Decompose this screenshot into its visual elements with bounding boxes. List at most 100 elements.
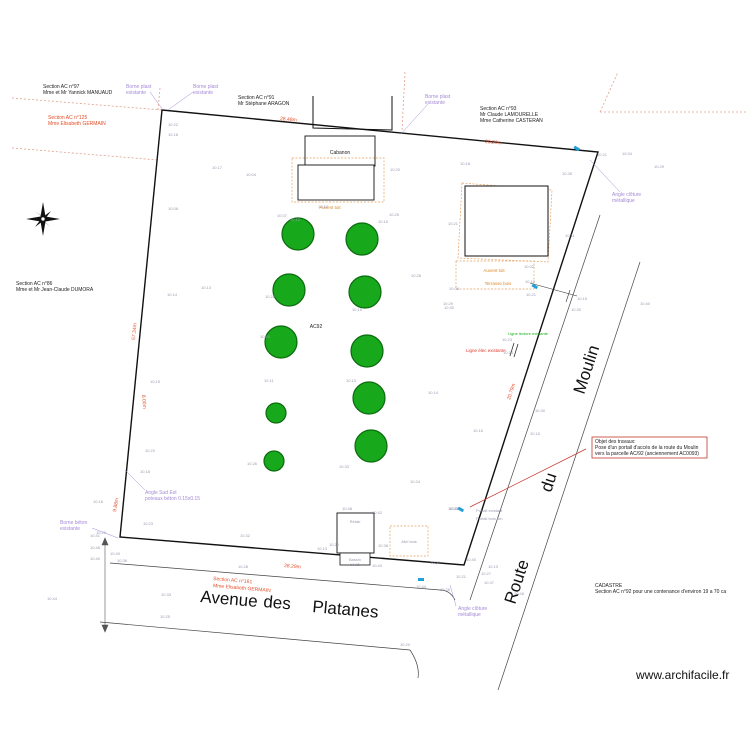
owner-ac93-2: Mr Claude LAMOURELLE — [480, 112, 539, 118]
tree — [281, 217, 315, 251]
spot-level: 10.25 — [350, 562, 361, 567]
cabanon-label: Cabanon — [330, 150, 351, 156]
parcel-boundary — [119, 109, 599, 566]
angle-se-a: Angle Sud Est — [145, 490, 177, 496]
dim-d2: 20.29m — [485, 139, 502, 146]
neighbor-boundaries — [11, 71, 748, 161]
fence-markers — [418, 145, 581, 581]
ligne-elec-label: Ligne élec existante — [466, 348, 506, 353]
dim-d4: 20.79m — [506, 383, 517, 401]
parcel-label: AC92 — [310, 324, 323, 330]
spot-level: 10.38 — [378, 543, 389, 548]
spot-level: 10.48 — [514, 591, 525, 596]
spot-level: 10.15 — [577, 296, 588, 301]
spot-level: 10.16 — [93, 499, 104, 504]
spot-level: 10.25 — [389, 212, 400, 217]
dim-d3: 57.34m — [131, 323, 138, 340]
portail-label-a: Portail existant — [476, 508, 503, 513]
auvent-toit-label-1: Auvent toit — [319, 205, 341, 210]
owner-ac125-2: Mme Elisabeth GERMAIN — [48, 121, 106, 127]
watermark: www.archifacile.fr — [635, 668, 729, 682]
spot-level: 10.20 — [400, 642, 411, 647]
spot-level: 10.28 — [411, 273, 422, 278]
spot-level: 10.12 — [318, 204, 329, 209]
spot-level: 10.15 — [352, 307, 363, 312]
spot-level: 10.37 — [430, 560, 441, 565]
spot-level: 10.21 — [597, 152, 608, 157]
owner-ac161-1: Section AC n°161 — [213, 576, 253, 585]
spot-level: 10.40 — [449, 506, 460, 511]
owner-ac97-2: Mme et Mr Yannick MANUAUD — [43, 90, 113, 96]
note-title: Objet des travaux: — [595, 439, 636, 445]
spot-levels: 10.22 10.18 10.17 10.04 10.08 10.20 10.18 10.12… — [47, 122, 665, 647]
note-leader — [469, 448, 587, 508]
small-b-label: Bassin — [349, 557, 361, 562]
spot-level: 10.36 — [117, 558, 128, 563]
spot-level: 10.22 — [168, 122, 179, 127]
spot-level: 10.21 — [456, 574, 467, 579]
tree — [350, 334, 384, 368]
borne-beton-a: Borne béton — [60, 520, 87, 526]
spot-level: 10.24 — [503, 350, 514, 355]
spot-level: 10.42 — [372, 510, 383, 515]
auvent-outline-1 — [291, 157, 385, 203]
avenue-des-platanes-edges — [99, 562, 456, 679]
spot-level: 10.24 — [410, 479, 421, 484]
owner-ac91-2: Mr Stéphane ARAGON — [238, 101, 290, 107]
spot-level: 10.17 — [212, 165, 223, 170]
building-east — [464, 185, 549, 257]
spot-level: 10.43 — [372, 563, 383, 568]
small-structure-a — [336, 512, 375, 554]
spot-level: 10.12 — [525, 279, 536, 284]
spot-level: 10.26 — [247, 461, 258, 466]
avenue-word-1: Avenue — [200, 587, 259, 611]
angle-ne-b: métallique — [612, 198, 635, 204]
spot-level: 10.40 — [466, 557, 477, 562]
spot-level: 10.43 — [260, 334, 271, 339]
spot-level: 10.23 — [143, 521, 154, 526]
spot-level: 10.33 — [339, 464, 350, 469]
spot-level: 10.16 — [473, 428, 484, 433]
spot-level: 10.33 — [161, 592, 172, 597]
avenue-name: Avenue des Platanes — [200, 587, 380, 622]
spot-level: 10.04 — [246, 172, 257, 177]
spot-level: 10.11 — [264, 378, 274, 383]
spot-level: 10.08 — [449, 286, 460, 291]
ligne-lecture-label: Ligne lecture existante — [508, 331, 549, 336]
tree — [354, 429, 388, 463]
spot-level: 10.18 — [140, 469, 151, 474]
tree — [348, 275, 382, 309]
spot-level: 10.27 — [481, 571, 492, 576]
tree — [352, 381, 386, 415]
owner-ac93-3: Mme Catherine CASTERAN — [480, 118, 543, 124]
angle-se-b: poteaux béton 0.15x0.15 — [145, 496, 200, 502]
angle-ne-a: Angle clôture — [612, 192, 641, 198]
spot-level: 10.22 — [265, 294, 276, 299]
owner-ac125-1: Section AC n°125 — [48, 115, 87, 121]
spot-level: 10.23 — [502, 337, 513, 342]
small-structure-b — [339, 552, 371, 566]
angle-cloture-se-b: métallique — [458, 612, 481, 618]
spot-level: 10.13 — [346, 378, 357, 383]
small-structure-c — [389, 525, 429, 557]
compass-rose-icon — [26, 202, 60, 236]
borne-beton-b: existante — [60, 526, 80, 532]
note-box — [591, 436, 708, 459]
spot-level: 10.25 — [160, 614, 171, 619]
spot-level: 10.08 — [168, 206, 179, 211]
dim-d1: 28.48m — [280, 116, 297, 123]
tree — [264, 325, 298, 359]
spot-level: 10.30 — [535, 408, 546, 413]
spot-level: 10.28 — [440, 587, 451, 592]
route-du-moulin-edges — [469, 214, 641, 691]
note-line1: Pose d'un portail d'accès de la route du… — [595, 445, 699, 451]
spot-level: 10.40 — [640, 301, 651, 306]
vertical-arrow — [101, 537, 109, 633]
borne-3-a: Borne plast — [425, 94, 451, 100]
borne-1-a: Borne plast — [126, 84, 152, 90]
owner-ac86-1: Section AC n°86 — [16, 281, 53, 287]
spot-level: 10.29 — [654, 164, 665, 169]
spot-level: 10.41 — [90, 533, 101, 538]
spot-level: 10.07 — [277, 213, 288, 218]
spot-level: 10.18 — [460, 161, 471, 166]
